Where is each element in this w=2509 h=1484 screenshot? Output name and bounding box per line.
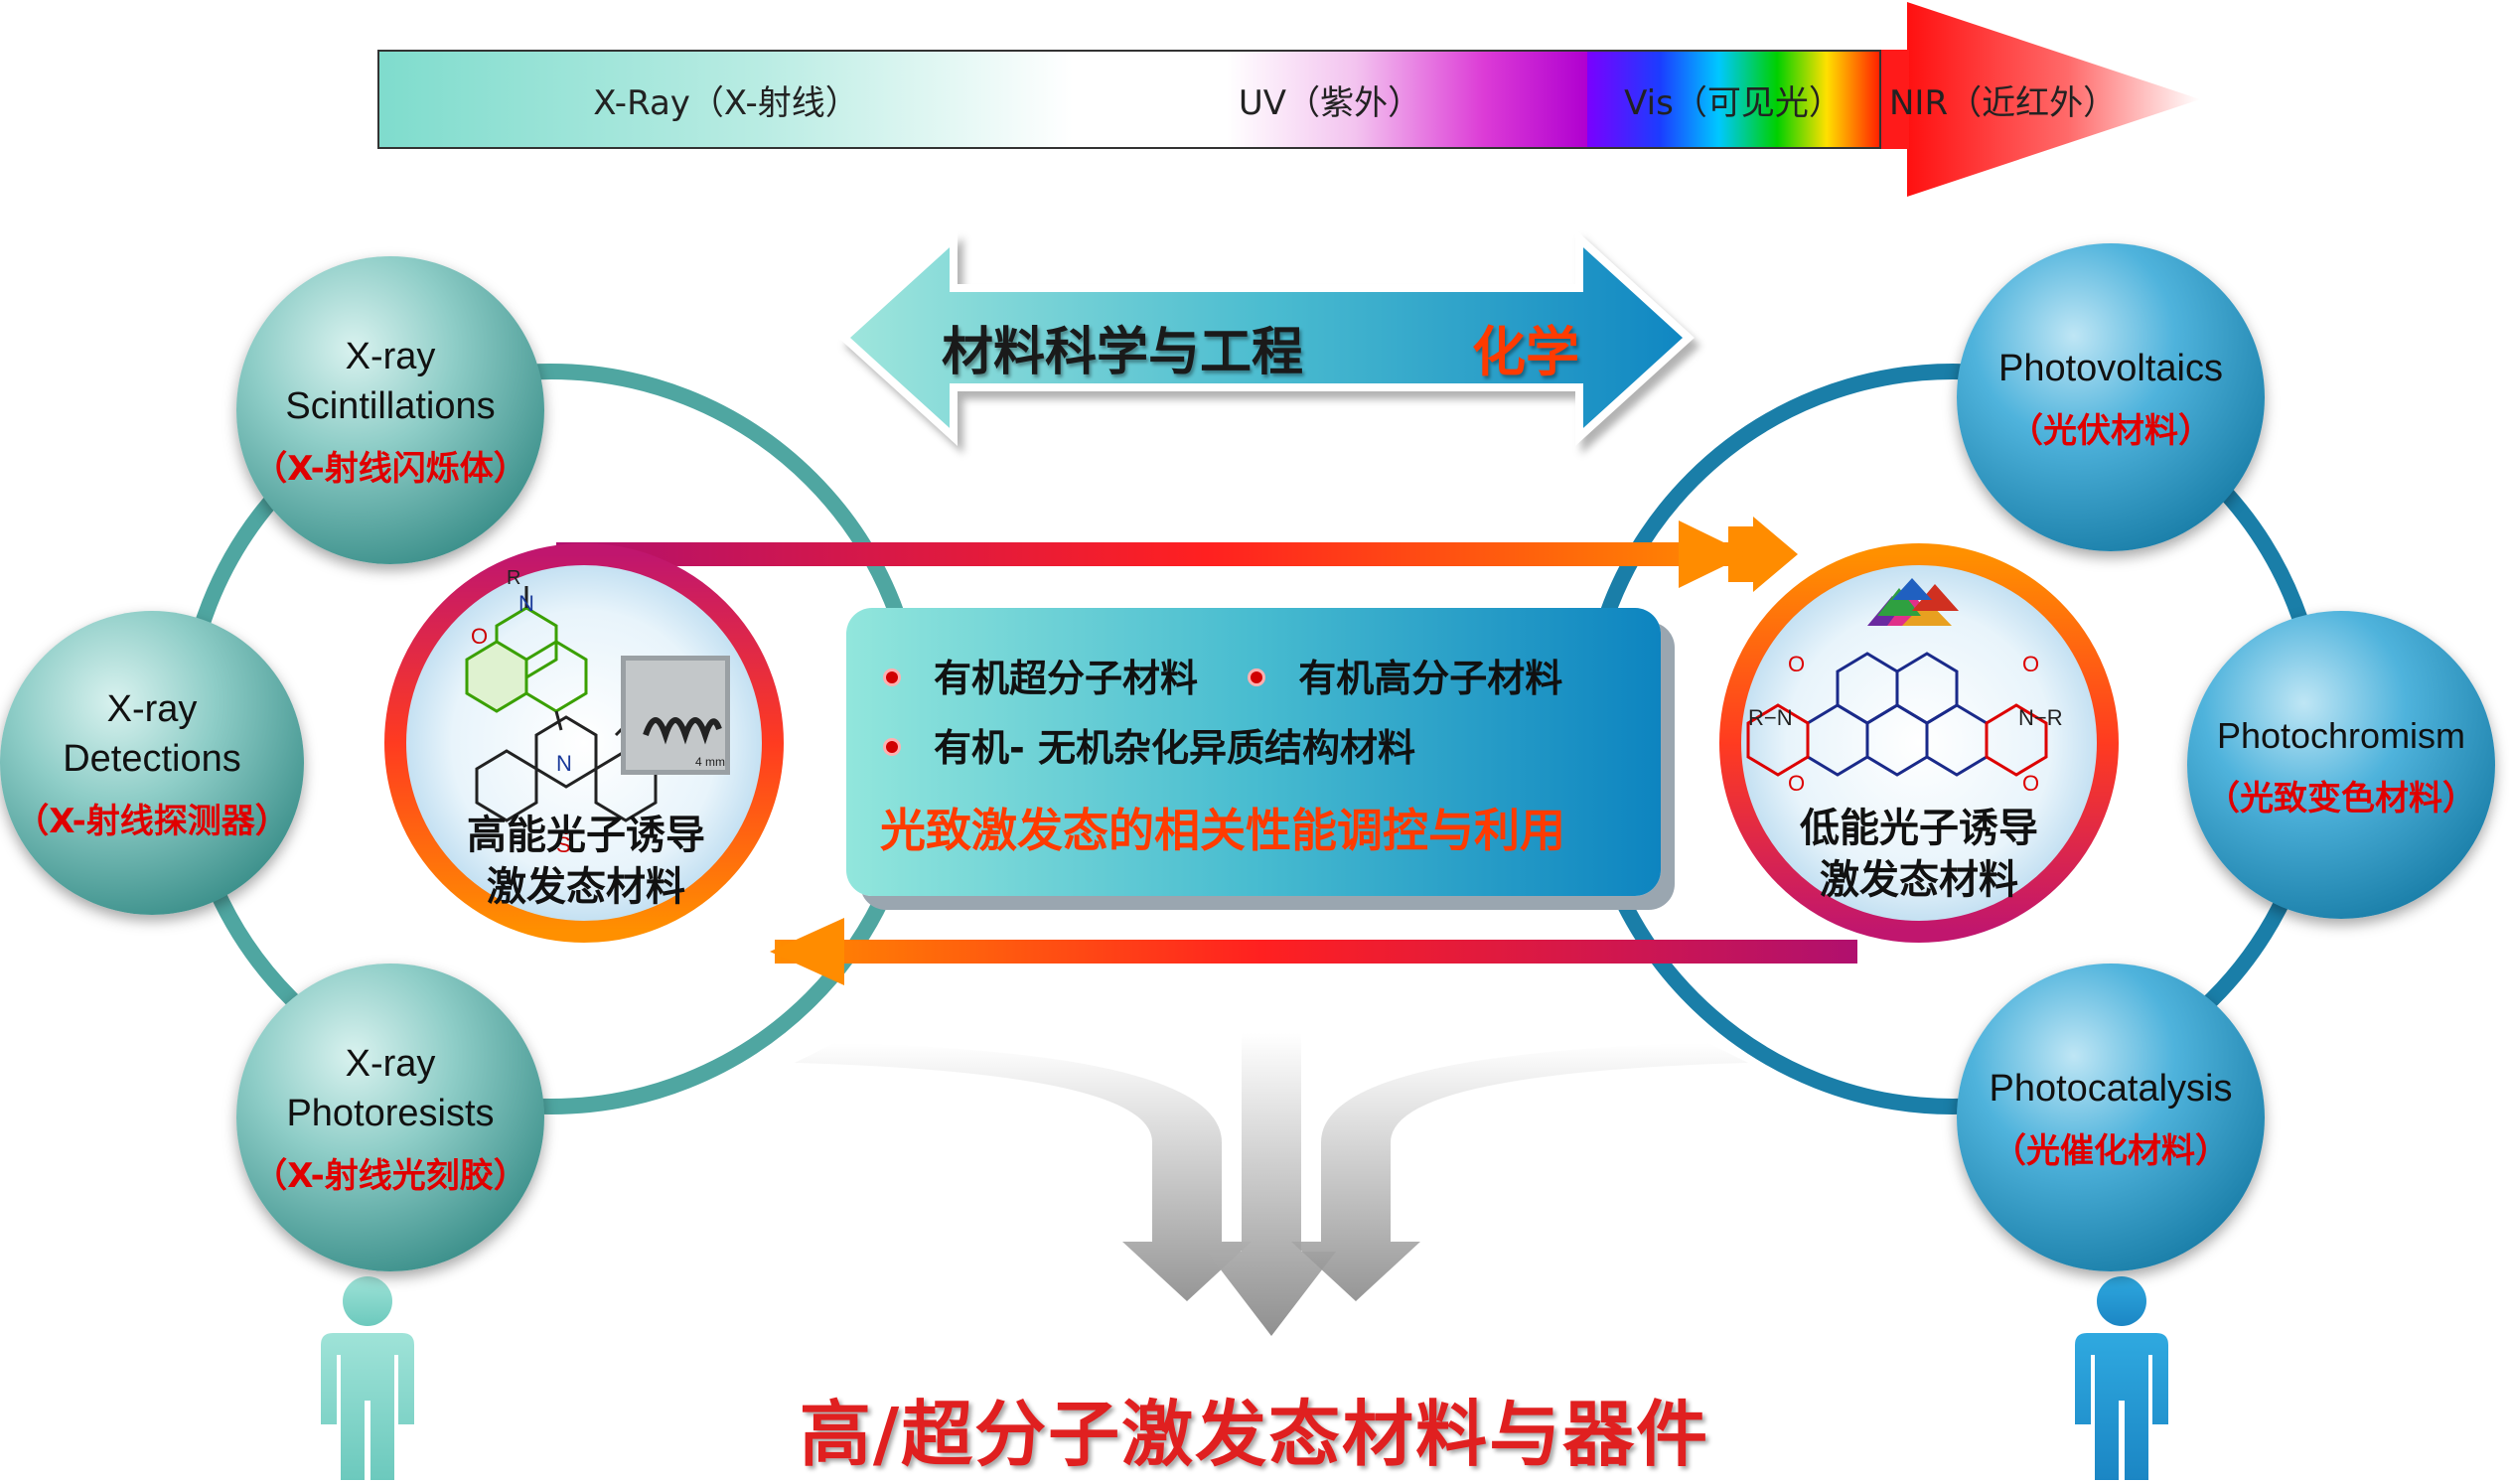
node-xray-scintillations-title2: Scintillations <box>285 384 496 427</box>
node-xray-scintillations-title1: X-ray <box>345 335 436 377</box>
svg-text:S: S <box>556 832 571 857</box>
svg-text:R: R <box>507 567 520 589</box>
node-xray-photoresists-title1: X-ray <box>345 1042 436 1085</box>
node-photocatalysis-title: Photocatalysis <box>1989 1067 2233 1110</box>
double-arrow-right-text: 化学 <box>1472 321 1579 383</box>
svg-text:O: O <box>2022 771 2039 796</box>
node-xray-detections-zh: （X-射线探测器） <box>15 801 289 841</box>
node-photovoltaics-title: Photovoltaics <box>1997 347 2223 389</box>
center-item-supramolecular: 有机超分子材料 <box>934 657 1199 700</box>
node-photocatalysis: Photocatalysis （光催化材料） <box>1957 964 2265 1271</box>
center-item-hybrid: 有机- 无机杂化异质结构材料 <box>934 726 1416 770</box>
svg-text:N: N <box>518 591 534 616</box>
node-photovoltaics: Photovoltaics （光伏材料） <box>1957 243 2265 551</box>
gray-arrow-right <box>1291 1043 1748 1301</box>
bottom-title: 高/超分子激发态材料与器件 <box>799 1393 1710 1476</box>
svg-text:O: O <box>2022 652 2039 676</box>
flow-arrow-bottom-head <box>770 918 844 985</box>
node-xray-scintillations-zh: （X-射线闪烁体） <box>253 448 527 489</box>
left-ring-label: 高能光子诱导 激发态材料 <box>447 810 725 913</box>
center-box-row2: 有机- 无机杂化异质结构材料 <box>886 717 1415 772</box>
left-molecule-structure <box>465 586 658 834</box>
right-ring-label-line2: 激发态材料 <box>1820 857 2018 903</box>
double-arrow <box>838 228 1695 447</box>
spectrum-xray: X-Ray（X-射线） <box>377 50 1075 149</box>
spectrum-vis: Vis（可见光） <box>1587 50 1881 149</box>
center-item-polymer: 有机高分子材料 <box>1298 657 1563 700</box>
double-arrow-left-text: 材料科学与工程 <box>942 323 1304 382</box>
center-materials-box: 有机超分子材料 有机高分子材料 有机- 无机杂化异质结构材料 光致激发态的相关性… <box>846 608 1661 896</box>
spectrum-nir: NIR（近红外） <box>1879 50 2117 149</box>
right-inner-ring <box>1719 543 2119 943</box>
node-photochromism-title: Photochromism <box>2216 714 2466 756</box>
right-ring-label-line1: 低能光子诱导 <box>1800 806 2038 851</box>
spectrum-nir-label: NIR（近红外） <box>1889 82 2118 123</box>
node-xray-photoresists: X-ray Photoresists （X-射线光刻胶） <box>236 964 544 1271</box>
center-box-row1: 有机超分子材料 有机高分子材料 <box>886 648 1562 702</box>
right-ring-label: 低能光子诱导 激发态材料 <box>1780 803 2058 906</box>
spring-photo-scale: 4 mm <box>695 755 725 769</box>
spectrum-vis-label: Vis（可见光） <box>1624 82 1843 123</box>
node-xray-photoresists-zh: （X-射线光刻胶） <box>253 1155 527 1196</box>
svg-text:N: N <box>556 751 572 776</box>
bullet-dot <box>1251 670 1263 683</box>
node-photochromism-zh: （光致变色材料） <box>2206 778 2476 818</box>
gray-arrow-left <box>795 1043 1252 1301</box>
spectrum-xray-label: X-Ray（X-射线） <box>593 82 859 123</box>
spectrum-uv-label: UV（紫外） <box>1238 82 1422 123</box>
flow-arrow-top-head <box>1728 517 1798 592</box>
node-photochromism: Photochromism （光致变色材料） <box>2187 611 2495 919</box>
svg-text:O: O <box>1788 652 1805 676</box>
left-ring-label-line2: 激发态材料 <box>487 864 685 910</box>
person-icon-left <box>321 1276 414 1480</box>
bullet-dot <box>886 670 898 683</box>
svg-text:O: O <box>471 624 488 649</box>
node-xray-detections-title1: X-ray <box>106 687 198 730</box>
node-xray-scintillations: X-ray Scintillations （X-射线闪烁体） <box>236 256 544 564</box>
flow-arrow-top-shaft <box>556 542 1738 566</box>
flow-arrow-bottom-shaft <box>775 940 1857 964</box>
node-photovoltaics-zh: （光伏材料） <box>2009 410 2212 451</box>
node-photocatalysis-zh: （光催化材料） <box>1992 1130 2229 1171</box>
node-xray-photoresists-title2: Photoresists <box>286 1092 495 1134</box>
nir-arrow-head <box>1907 2 2200 197</box>
gray-arrow-center <box>1207 1033 1336 1336</box>
center-box-subtitle: 光致激发态的相关性能调控与利用 <box>880 804 1565 857</box>
person-icon-right <box>2075 1276 2168 1480</box>
right-molecule-structure <box>1746 652 2048 777</box>
left-ring-label-line1: 高能光子诱导 <box>467 813 705 858</box>
pigment-powders-image <box>1867 578 1959 626</box>
node-xray-detections-title2: Detections <box>63 737 241 780</box>
svg-text:O: O <box>1788 771 1805 796</box>
node-xray-detections: X-ray Detections （X-射线探测器） <box>0 611 304 915</box>
svg-text:N−R: N−R <box>2018 705 2063 730</box>
svg-text:R−N: R−N <box>1748 705 1793 730</box>
spectrum-uv: UV（紫外） <box>1073 50 1589 149</box>
bullet-dot <box>886 740 898 753</box>
